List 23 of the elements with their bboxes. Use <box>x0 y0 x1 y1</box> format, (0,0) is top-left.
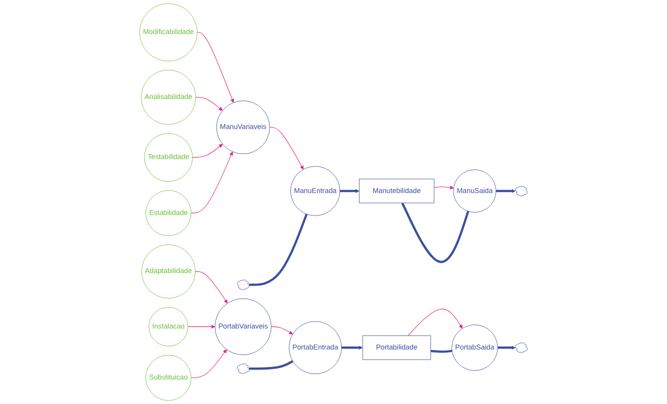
arrow <box>190 152 233 214</box>
arrow <box>192 144 223 158</box>
connector <box>249 360 294 370</box>
arrow <box>195 96 223 111</box>
arrow <box>196 32 234 103</box>
arrow <box>434 186 454 190</box>
arrow <box>190 349 227 378</box>
node-cloud <box>237 280 250 290</box>
node-cloud <box>515 342 528 353</box>
node-cloud <box>237 364 250 374</box>
arrow <box>342 346 363 350</box>
connector <box>249 214 308 286</box>
connector <box>401 202 470 264</box>
arrow <box>271 326 293 334</box>
arrow <box>408 308 463 336</box>
connector <box>430 350 452 353</box>
arrow <box>496 189 516 193</box>
arrow <box>188 324 216 329</box>
arrow <box>195 271 228 304</box>
node-cloud <box>515 186 528 196</box>
arrow <box>269 127 304 170</box>
arrow <box>340 189 360 193</box>
arrow <box>498 346 516 350</box>
